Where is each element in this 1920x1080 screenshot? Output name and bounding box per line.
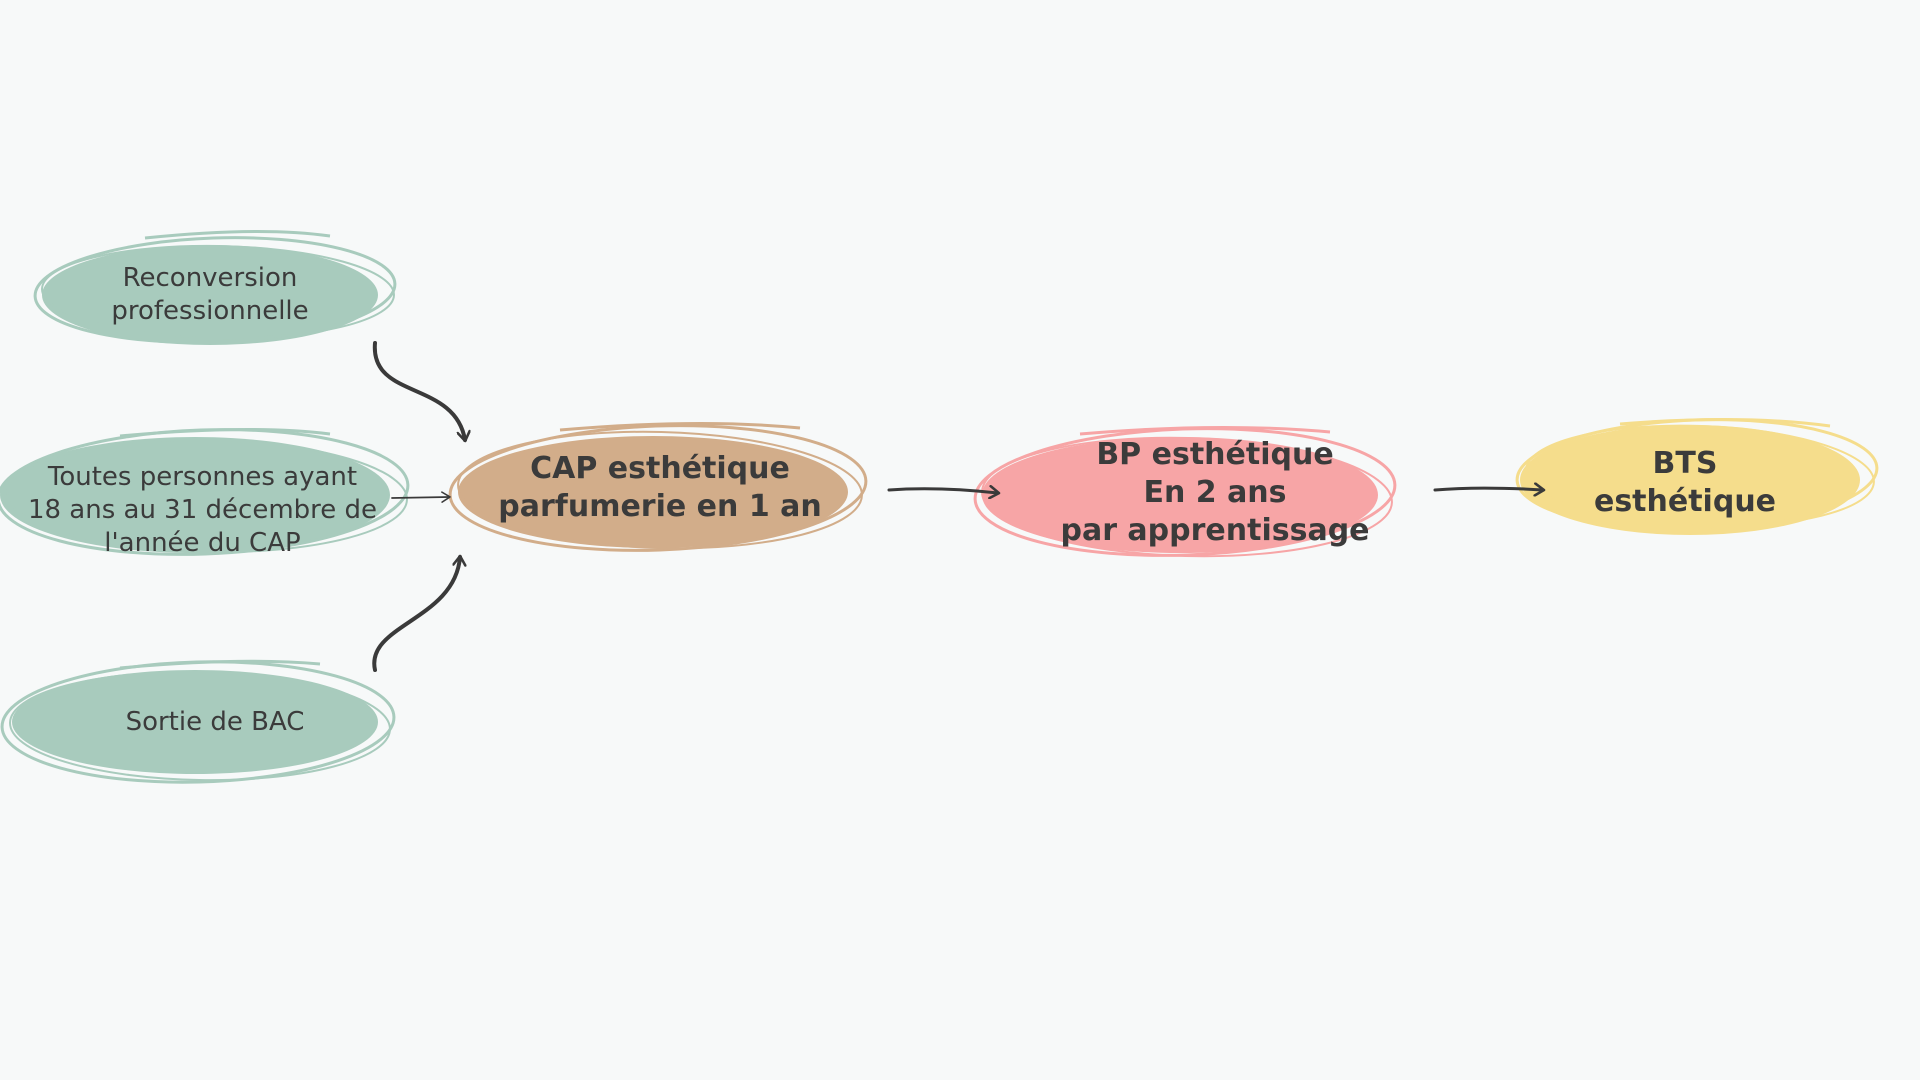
node-bts-label: BTS esthétique — [1593, 445, 1777, 519]
node-toutes-personnes-shape — [0, 427, 410, 556]
node-toutes-personnes-label: Toutes personnes ayant 18 ans au 31 déce… — [27, 461, 378, 558]
node-sortie-bac-shape — [0, 659, 396, 784]
node-reconversion-label: Reconversion professionnelle — [111, 263, 309, 326]
node-sortie-bac-label: Sortie de BAC — [125, 707, 305, 737]
node-reconversion-shape — [33, 229, 397, 345]
edge-cap-to-bp — [887, 489, 998, 493]
edge-toutes-personnes-to-cap — [391, 491, 451, 503]
node-cap-label: CAP esthétique parfumerie en 1 an — [498, 450, 822, 524]
node-bp-label: BP esthétique En 2 ans par apprentissage — [1060, 437, 1370, 548]
edge-bp-to-bts — [1433, 488, 1543, 490]
node-bts-shape — [1515, 417, 1879, 535]
edge-sortie-bac-to-cap — [372, 557, 460, 672]
edge-reconversion-to-cap — [372, 341, 465, 440]
node-bp-shape — [973, 425, 1397, 558]
